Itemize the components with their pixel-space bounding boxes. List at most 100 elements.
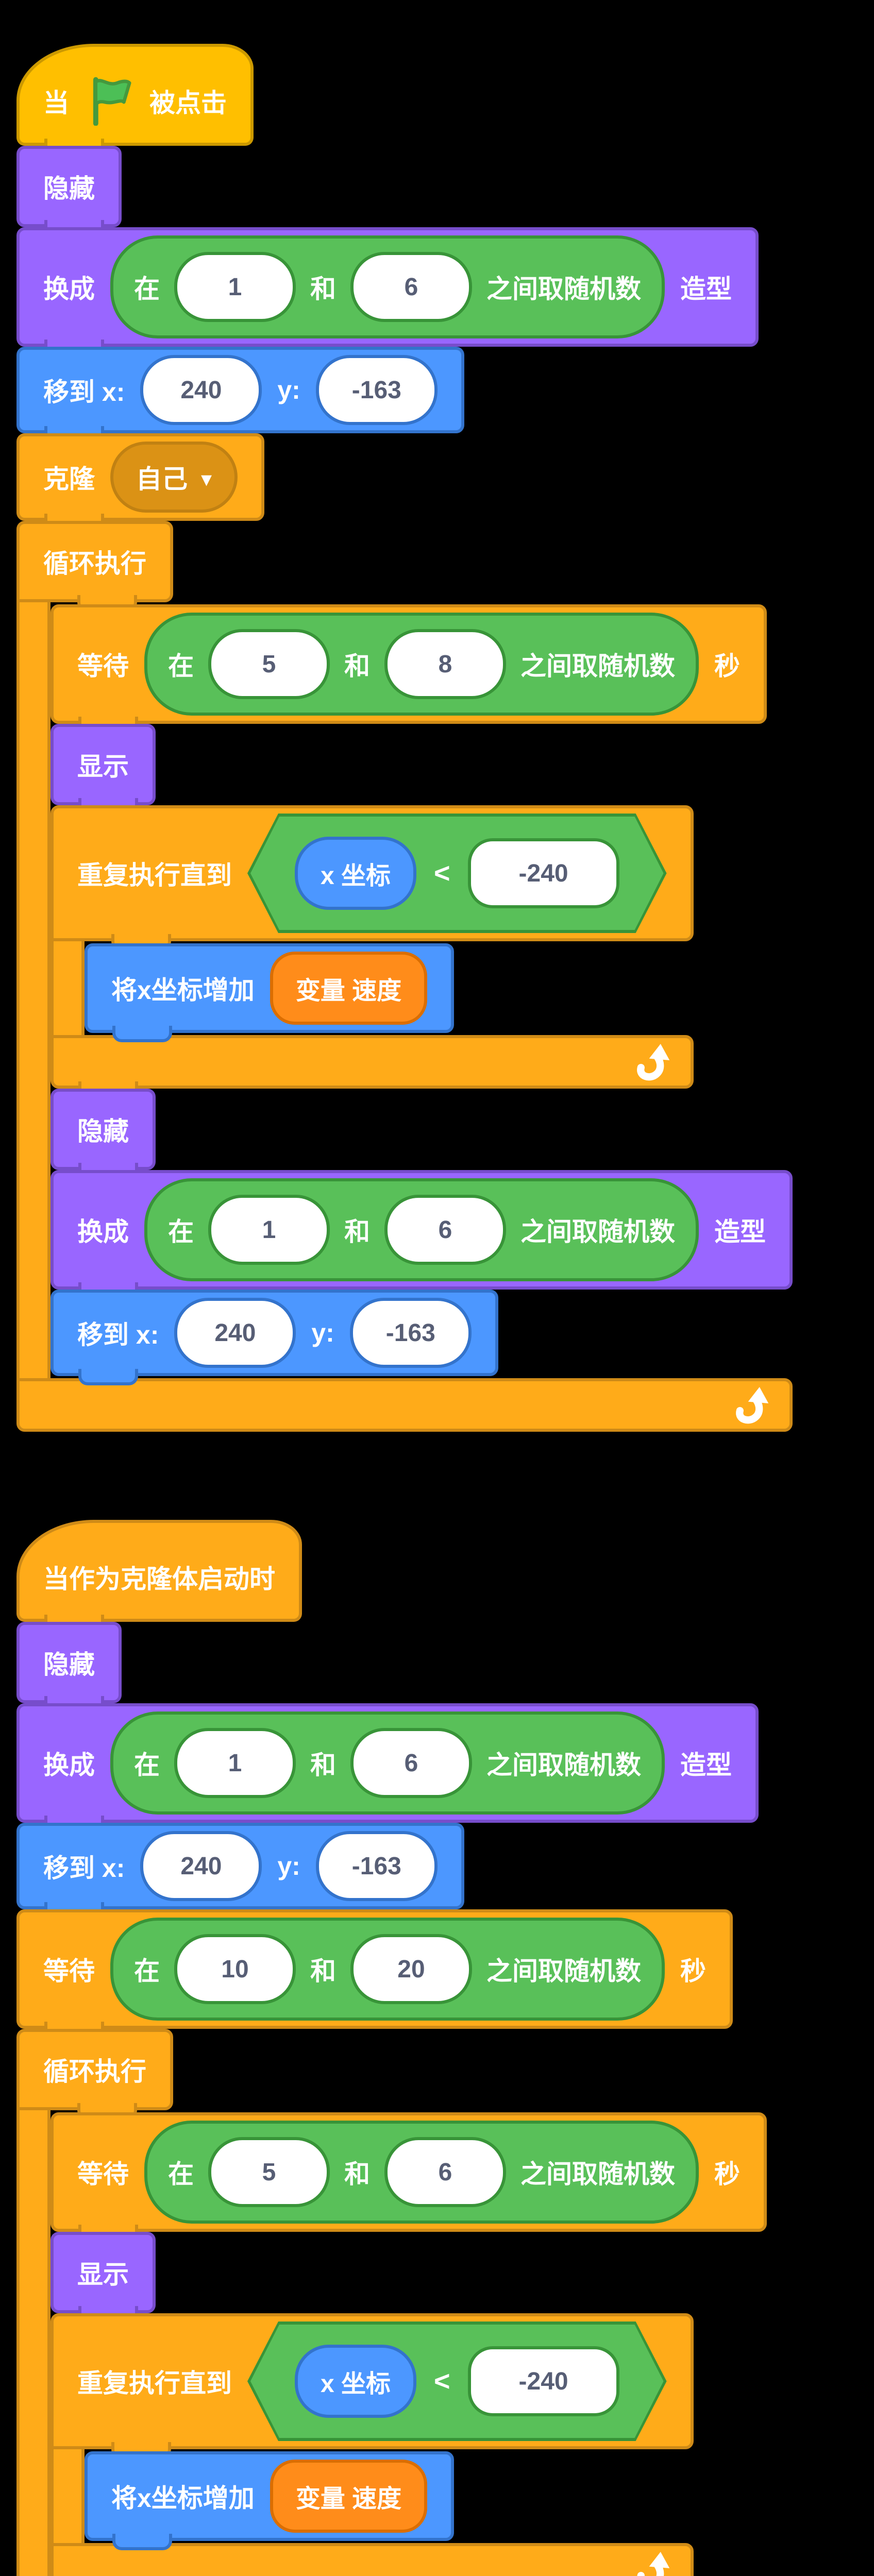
number-input[interactable]: -163 <box>315 355 438 425</box>
label: 秒 <box>714 2160 740 2189</box>
label: y: <box>311 1318 334 1347</box>
clone-target-dropdown[interactable]: 自己 ▾ <box>110 442 238 513</box>
label: 之间取随机数 <box>486 1751 641 1780</box>
pick-random-10-20[interactable]: 在 10 和 20 之间取随机数 <box>110 1918 665 2021</box>
label: 克隆 <box>43 465 95 494</box>
repeat-until-x-offscreen[interactable]: 重复执行直到 x 坐标<-240 将x坐标增加变量 速度 <box>51 2313 694 2576</box>
label: 换成 <box>43 275 95 303</box>
chevron-down-icon: ▾ <box>201 467 212 491</box>
label: 在 <box>134 1957 160 1986</box>
number-input[interactable]: 6 <box>384 1195 506 1265</box>
number-input[interactable]: -240 <box>468 2346 619 2416</box>
number-input[interactable]: -240 <box>468 838 619 908</box>
c-block-rail <box>51 2449 85 2543</box>
number-input[interactable]: 240 <box>140 1831 262 1901</box>
c-block-rail <box>51 941 85 1035</box>
create-clone-of-myself[interactable]: 克隆 自己 ▾ <box>16 433 265 530</box>
label: 当作为克隆体启动时 <box>43 1565 275 1594</box>
label: 秒 <box>680 1957 706 1986</box>
repeat-until-x-offscreen-children: 将x坐标增加变量 速度 <box>85 941 455 1042</box>
loop-arrow-icon <box>637 2552 669 2576</box>
repeat-until-x-offscreen-end[interactable] <box>51 1035 694 1098</box>
label: < <box>434 858 450 889</box>
when-i-start-as-a-clone[interactable]: 当作为克隆体启动时 <box>16 1520 302 1631</box>
label: 重复执行直到 <box>77 2369 232 2398</box>
number-input[interactable]: -163 <box>315 1831 438 1901</box>
x-less-than-condition[interactable]: x 坐标 < -240 <box>247 814 667 933</box>
label: 造型 <box>680 275 732 303</box>
label: 隐藏 <box>43 174 95 203</box>
number-input[interactable]: 5 <box>208 2137 330 2207</box>
label: 等待 <box>77 652 129 681</box>
label: 和 <box>310 1957 336 1986</box>
forever-loop-header[interactable]: 循环执行 <box>16 2029 173 2120</box>
number-input[interactable]: 6 <box>350 252 472 322</box>
number-input[interactable]: -163 <box>349 1298 472 1368</box>
when-green-flag-clicked[interactable]: 当被点击 <box>16 44 254 155</box>
number-input[interactable]: 8 <box>384 629 506 699</box>
show[interactable]: 显示 <box>51 724 156 815</box>
x-position-reporter[interactable]: x 坐标 <box>295 2345 416 2418</box>
hide[interactable]: 隐藏 <box>51 1089 156 1179</box>
c-block-rail <box>16 2110 51 2576</box>
x-position-reporter[interactable]: x 坐标 <box>295 837 416 910</box>
label: y: <box>277 376 300 404</box>
change-x-by-speed[interactable]: 将x坐标增加变量 速度 <box>85 943 455 1042</box>
forever-loop-header[interactable]: 循环执行 <box>16 521 173 612</box>
condition-body: x 坐标 < -240 <box>250 817 664 930</box>
number-input[interactable]: 1 <box>174 1728 296 1798</box>
dropdown-value: 自己 <box>136 465 188 494</box>
number-input[interactable]: 10 <box>174 1934 296 2004</box>
x-less-than-condition[interactable]: x 坐标<-240 <box>247 2321 667 2441</box>
repeat-until-x-offscreen-header[interactable]: 重复执行直到 x 坐标<-240 <box>51 2313 694 2459</box>
label: 在 <box>134 1751 160 1780</box>
hide[interactable]: 隐藏 <box>16 1622 122 1713</box>
loop-arrow-icon <box>736 1387 769 1424</box>
number-input[interactable]: 6 <box>384 2137 506 2207</box>
label: 在 <box>168 652 194 681</box>
number-input[interactable]: 1 <box>208 1195 330 1265</box>
number-input[interactable]: 6 <box>350 1728 472 1798</box>
speed-variable-reporter[interactable]: 变量 速度 <box>270 952 428 1025</box>
label: 被点击 <box>149 89 227 117</box>
hide[interactable]: 隐藏 <box>16 146 122 236</box>
label: 之间取随机数 <box>486 1957 641 1986</box>
number-input[interactable]: 240 <box>140 355 262 425</box>
number-input[interactable]: 240 <box>174 1298 296 1368</box>
go-to-xy[interactable]: 移到 x: 240 y: -163 <box>16 347 464 443</box>
label: 在 <box>134 275 160 303</box>
label: 移到 x: <box>43 378 125 406</box>
label: 在 <box>168 2160 194 2189</box>
number-input[interactable]: 20 <box>350 1934 472 2004</box>
repeat-until-x-offscreen-children: 将x坐标增加变量 速度 <box>85 2449 455 2550</box>
forever-loop-end[interactable] <box>16 1378 793 1432</box>
label: 将x坐标增加 <box>111 976 255 1005</box>
number-input[interactable]: 5 <box>208 629 330 699</box>
change-x-by-speed[interactable]: 将x坐标增加变量 速度 <box>85 2451 455 2550</box>
speed-variable-reporter[interactable]: 变量 速度 <box>270 2460 428 2533</box>
show[interactable]: 显示 <box>51 2232 156 2323</box>
number-input[interactable]: 1 <box>174 252 296 322</box>
label: 等待 <box>77 2160 129 2189</box>
